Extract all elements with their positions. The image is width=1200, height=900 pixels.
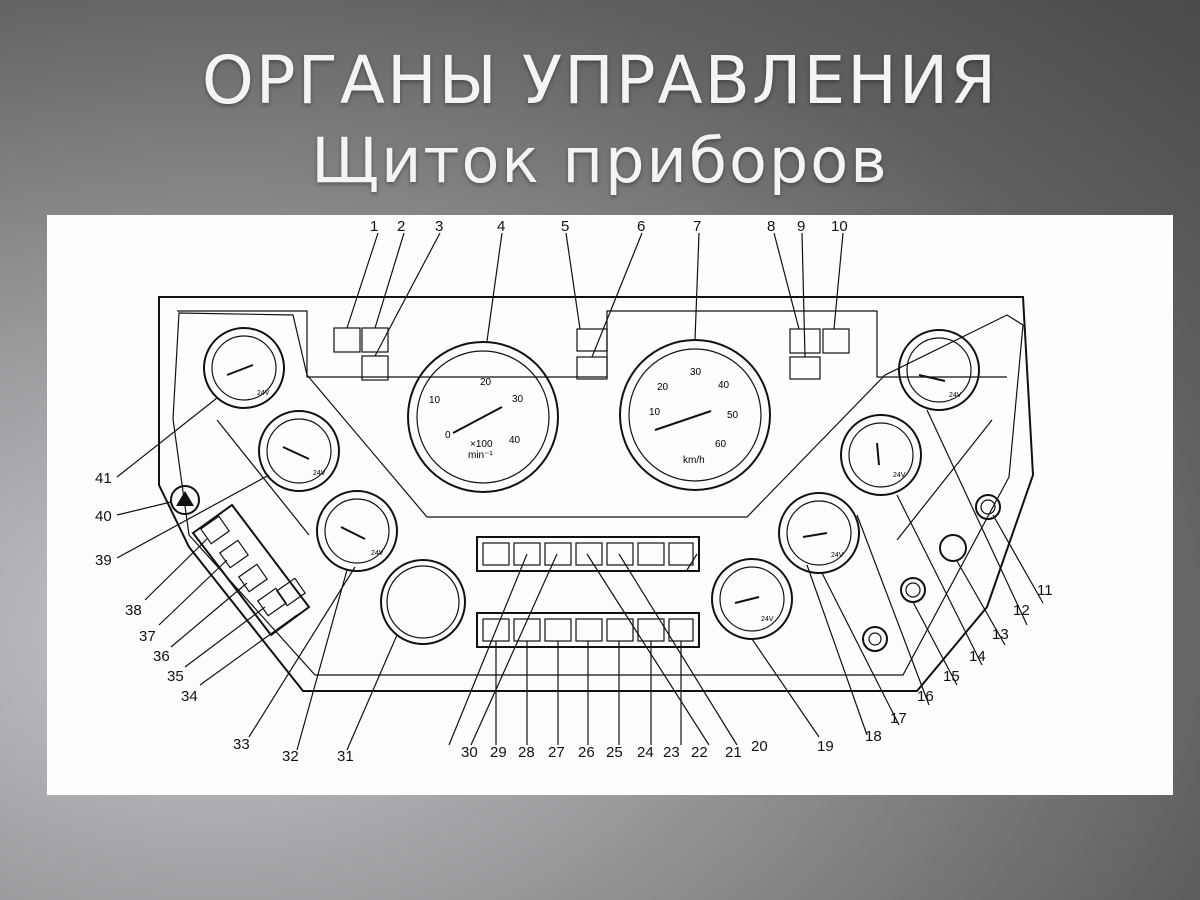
callout-13: 13	[992, 626, 1009, 643]
callout-31: 31	[337, 748, 354, 765]
callout-numbers: 1 2 3 4 5 6 7 8 9 10 11 12 13 14 15 16 1…	[95, 218, 1053, 765]
callout-1: 1	[370, 218, 378, 235]
callout-5: 5	[561, 218, 569, 235]
slide-title: ОРГАНЫ УПРАВЛЕНИЯ	[201, 42, 999, 119]
speedo-tick-label: 20	[657, 382, 669, 393]
callout-10: 10	[831, 218, 848, 235]
control-11	[975, 494, 1001, 520]
gauge-label: 24V	[761, 616, 774, 623]
speedo-tick-label: 10	[649, 407, 661, 418]
callout-4: 4	[497, 218, 505, 235]
callout-16: 16	[917, 688, 934, 705]
round-cover-31-inner	[386, 565, 460, 639]
gauge-label: 24V	[257, 390, 270, 397]
lamp-9	[789, 356, 821, 380]
callout-20: 20	[751, 738, 768, 755]
gauge-41: 24V	[203, 327, 285, 409]
instrument-panel-drawing: 0 10 20 30 40 ×100 min⁻¹ 10 20 30 40 50 …	[95, 218, 1053, 765]
callout-22: 22	[691, 744, 708, 761]
speedo-unit: km/h	[683, 455, 705, 466]
callout-19: 19	[817, 738, 834, 755]
callout-6: 6	[637, 218, 645, 235]
callout-14: 14	[969, 648, 986, 665]
lamp-5	[576, 328, 608, 352]
tacho-unit: min⁻¹	[468, 450, 493, 461]
switch-block	[191, 503, 311, 637]
callout-3: 3	[435, 218, 443, 235]
callout-27: 27	[548, 744, 565, 761]
control-17	[862, 626, 888, 652]
callout-37: 37	[139, 628, 156, 645]
callout-39: 39	[95, 552, 112, 569]
callout-28: 28	[518, 744, 535, 761]
gauge-label: 24V	[371, 550, 384, 557]
gauge-label: 24V	[893, 472, 906, 479]
callout-38: 38	[125, 602, 142, 619]
panel-outline	[158, 296, 1035, 692]
warning-triangle-button	[170, 485, 200, 515]
callout-36: 36	[153, 648, 170, 665]
speedo-tick-label: 30	[690, 367, 702, 378]
callout-33: 33	[233, 736, 250, 753]
callout-30: 30	[461, 744, 478, 761]
callout-11: 11	[1037, 582, 1053, 599]
gauge-32: 24V	[316, 490, 398, 572]
callout-32: 32	[282, 748, 299, 765]
gauge-39: 24V	[258, 410, 340, 492]
speedometer: 10 20 30 40 50 60 km/h	[619, 339, 771, 491]
callout-26: 26	[578, 744, 595, 761]
tacho-tick-label: 20	[480, 377, 492, 388]
gauge-12: 24V	[898, 329, 980, 411]
callout-9: 9	[797, 218, 805, 235]
callout-7: 7	[693, 218, 701, 235]
tacho-tick-label: 40	[509, 435, 521, 446]
control-13	[939, 534, 967, 562]
tachometer: 0 10 20 30 40 ×100 min⁻¹	[407, 341, 559, 493]
right-round-controls	[862, 494, 1001, 652]
slide-subtitle: Щиток приборов	[311, 124, 889, 197]
small-gauges: 24V 24V 24V 24V 24V 24V 24V	[203, 327, 980, 640]
callout-2: 2	[397, 218, 405, 235]
callout-18: 18	[865, 728, 882, 745]
tacho-tick-label: 10	[429, 395, 441, 406]
callout-35: 35	[167, 668, 184, 685]
callout-21: 21	[725, 744, 742, 761]
callout-40: 40	[95, 508, 112, 525]
gauge-label: 24V	[831, 552, 844, 559]
gauge-label: 24V	[949, 392, 962, 399]
top-indicator-lamps	[333, 327, 850, 381]
callout-23: 23	[663, 744, 680, 761]
callout-8: 8	[767, 218, 775, 235]
gauge-19: 24V	[711, 558, 793, 640]
gauge-16: 24V	[778, 492, 860, 574]
callout-41: 41	[95, 470, 112, 487]
tacho-unit-multiplier: ×100	[470, 439, 493, 450]
instrument-panel-diagram: 0 10 20 30 40 ×100 min⁻¹ 10 20 30 40 50 …	[47, 215, 1173, 795]
lamp-1	[333, 327, 361, 353]
speedo-tick-label: 60	[715, 439, 727, 450]
upper-lamp-strip	[476, 536, 700, 572]
tacho-tick-label: 0	[445, 430, 451, 441]
callout-29: 29	[490, 744, 507, 761]
round-cover-31	[380, 559, 466, 645]
speedo-tick-label: 40	[718, 380, 730, 391]
gauge-label: 24V	[313, 470, 326, 477]
leader-lines	[116, 232, 1044, 751]
gauge-14: 24V	[840, 414, 922, 496]
callout-17: 17	[890, 710, 907, 727]
callout-12: 12	[1013, 602, 1030, 619]
callout-24: 24	[637, 744, 654, 761]
control-15	[900, 577, 926, 603]
tacho-tick-label: 30	[512, 394, 524, 405]
callout-34: 34	[181, 688, 198, 705]
lamp-10	[822, 328, 850, 354]
lamp-6	[576, 356, 608, 380]
speedo-tick-label: 50	[727, 410, 739, 421]
callout-25: 25	[606, 744, 623, 761]
callout-15: 15	[943, 668, 960, 685]
